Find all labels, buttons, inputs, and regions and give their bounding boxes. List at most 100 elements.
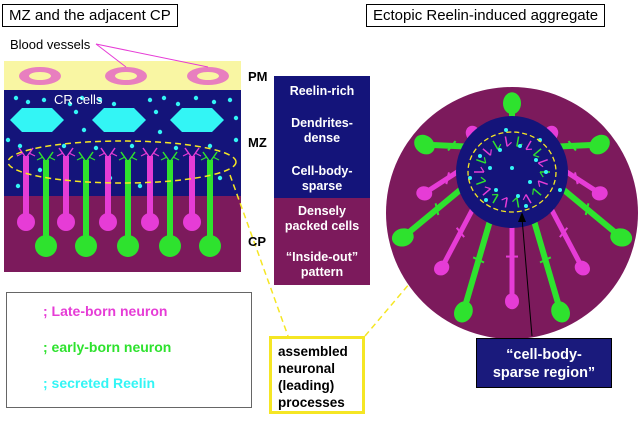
core-branch xyxy=(522,194,527,201)
cp-label: CP xyxy=(248,234,267,249)
core-process xyxy=(516,136,520,147)
core-branch xyxy=(533,154,540,158)
reelin-dot xyxy=(5,137,11,143)
callout-line-3: (leading) xyxy=(278,378,335,393)
core-process xyxy=(492,140,499,150)
reelin-dot xyxy=(233,137,239,143)
sparse-line-1: “cell-body- xyxy=(506,347,582,363)
late-born-neuron xyxy=(56,147,76,231)
reelin-dot xyxy=(207,143,213,149)
reelin-dot xyxy=(157,129,163,135)
reelin-dot xyxy=(93,145,99,151)
core-process xyxy=(525,140,532,150)
aggregate-processes-ellipse xyxy=(467,131,557,213)
core-process xyxy=(476,158,486,164)
mz-label: MZ xyxy=(248,135,267,150)
reelin-dot xyxy=(25,99,31,105)
mz-properties: Reelin-rich Dendrites- dense Cell-body- … xyxy=(274,76,370,198)
core-process xyxy=(516,197,520,208)
reelin-dot xyxy=(173,145,179,151)
right-panel-title: Ectopic Reelin-induced aggregate xyxy=(366,4,606,27)
core-process xyxy=(504,197,508,208)
blood-vessels-label: Blood vessels xyxy=(10,37,91,52)
reelin-dot xyxy=(161,95,167,101)
reelin-dot xyxy=(147,97,153,103)
core-reelin-dot xyxy=(544,170,548,174)
core-process xyxy=(504,136,508,147)
reelin-dot xyxy=(175,101,181,107)
core-branch xyxy=(480,166,485,173)
core-process xyxy=(538,158,548,164)
cp-prop-1: Densely packed cells xyxy=(284,204,360,233)
blood-vessel-pointers xyxy=(95,43,209,68)
core-process xyxy=(538,180,548,186)
legend-box: ; Late-born neuron ; early-born neuron ;… xyxy=(6,292,252,408)
reelin-dot xyxy=(67,101,73,107)
callout-connector-left xyxy=(229,174,289,337)
core-process xyxy=(532,148,542,156)
core-reelin-dot xyxy=(516,194,520,198)
early-born-neuron xyxy=(159,151,181,257)
marginal-zone-layer xyxy=(4,90,241,196)
core-branch xyxy=(489,149,492,156)
early-born-neuron xyxy=(199,151,221,257)
reelin-dot xyxy=(227,97,233,103)
early-born-neuron xyxy=(35,151,57,257)
late-born-neuron xyxy=(140,147,160,231)
mz-prop-1: Reelin-rich xyxy=(289,84,355,98)
reelin-dot xyxy=(15,183,21,189)
aggregate-core xyxy=(456,116,568,228)
core-process xyxy=(482,188,492,196)
core-reelin-dot xyxy=(484,198,488,202)
reelin-dot xyxy=(193,95,199,101)
core-branch xyxy=(483,157,487,164)
core-branch xyxy=(480,176,487,182)
cortical-plate-layer xyxy=(4,196,241,272)
core-branch xyxy=(539,171,544,178)
reelin-dot xyxy=(217,175,223,181)
core-reelin-dot xyxy=(478,154,482,158)
core-process xyxy=(532,188,542,196)
processes-ellipse xyxy=(7,140,237,184)
reelin-dot xyxy=(211,99,217,105)
processes-callout: assembled neuronal (leading) processes xyxy=(269,336,365,414)
reelin-dot xyxy=(37,167,43,173)
core-reelin-dot xyxy=(494,188,498,192)
reelin-dot xyxy=(17,143,23,149)
core-branch xyxy=(484,186,491,190)
core-branch xyxy=(512,197,518,203)
early-born-neuron xyxy=(117,151,139,257)
reelin-dot xyxy=(13,95,19,101)
core-reelin-dot xyxy=(524,204,528,208)
mz-properties-box xyxy=(274,76,370,198)
core-reelin-dot xyxy=(558,188,562,192)
callout-line-4: processes xyxy=(278,395,345,410)
core-branch xyxy=(506,141,512,147)
late-born-neuron xyxy=(98,147,118,231)
core-process xyxy=(492,194,499,204)
legend-reelin: ; secreted Reelin xyxy=(43,375,156,391)
core-branch xyxy=(497,143,502,150)
core-process xyxy=(482,148,492,156)
core-branch xyxy=(532,188,535,195)
left-panel-title: MZ and the adjacent CP xyxy=(2,4,178,27)
reelin-dot xyxy=(97,97,103,103)
core-reelin-dot xyxy=(528,180,532,184)
reelin-dot xyxy=(73,109,79,115)
core-branch xyxy=(537,180,541,187)
mz-prop-3: Cell-body- sparse xyxy=(291,164,353,193)
core-branch xyxy=(537,162,544,168)
reelin-dot xyxy=(233,115,239,121)
reelin-dot xyxy=(137,183,143,189)
aggregate-core-processes xyxy=(468,128,562,208)
blood-vessels xyxy=(19,67,229,85)
core-reelin-dot xyxy=(504,128,508,132)
cp-prop-2: “Inside-out” pattern xyxy=(285,250,359,279)
reelin-dot xyxy=(129,143,135,149)
legend-early-born: ; early-born neuron xyxy=(43,339,172,355)
sparse-region-arrow xyxy=(518,212,533,337)
sparse-region-label: “cell-body- sparse region” xyxy=(476,338,612,388)
core-process xyxy=(476,180,486,186)
legend-late-born: ; Late-born neuron xyxy=(43,303,168,319)
